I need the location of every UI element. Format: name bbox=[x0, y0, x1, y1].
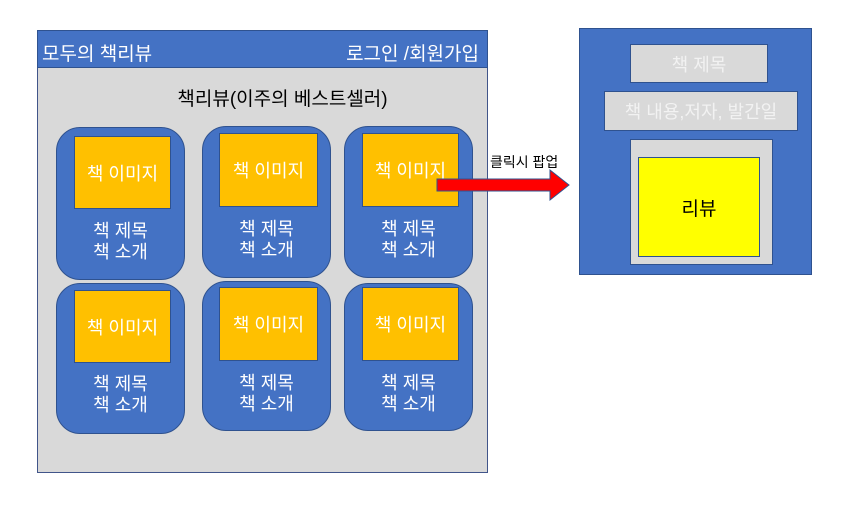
book-intro: 책 소개 bbox=[93, 242, 148, 262]
book-intro: 책 소개 bbox=[381, 394, 436, 414]
book-image[interactable]: 책 이미지 bbox=[219, 133, 318, 207]
book-title: 책 제목 bbox=[93, 221, 148, 241]
section-title: 책리뷰(이주의 베스트셀러) bbox=[177, 89, 388, 110]
popup-book-title: 책 제목 bbox=[630, 44, 768, 83]
login-signup-link[interactable]: 로그인 /회원가입 bbox=[346, 44, 479, 65]
book-intro: 책 소개 bbox=[239, 240, 294, 260]
book-intro: 책 소개 bbox=[93, 395, 148, 415]
book-intro: 책 소개 bbox=[239, 394, 294, 414]
book-title: 책 제목 bbox=[93, 374, 148, 394]
book-title: 책 제목 bbox=[381, 219, 436, 239]
book-title: 책 제목 bbox=[239, 219, 294, 239]
popup-review: 리뷰 bbox=[638, 157, 760, 257]
popup-book-details: 책 내용,저자, 발간일 bbox=[604, 91, 798, 131]
book-image[interactable]: 책 이미지 bbox=[219, 287, 318, 361]
arrow-label: 클릭시 팝업 bbox=[490, 154, 559, 170]
site-brand[interactable]: 모두의 책리뷰 bbox=[42, 44, 153, 65]
header-bar: 모두의 책리뷰 로그인 /회원가입 bbox=[37, 30, 488, 68]
book-title: 책 제목 bbox=[381, 373, 436, 393]
book-image[interactable]: 책 이미지 bbox=[362, 287, 459, 361]
red-arrow-icon bbox=[436, 168, 570, 202]
book-intro: 책 소개 bbox=[381, 240, 436, 260]
book-image[interactable]: 책 이미지 bbox=[74, 290, 171, 363]
book-image[interactable]: 책 이미지 bbox=[362, 133, 459, 207]
book-image[interactable]: 책 이미지 bbox=[74, 136, 171, 209]
book-title: 책 제목 bbox=[239, 373, 294, 393]
